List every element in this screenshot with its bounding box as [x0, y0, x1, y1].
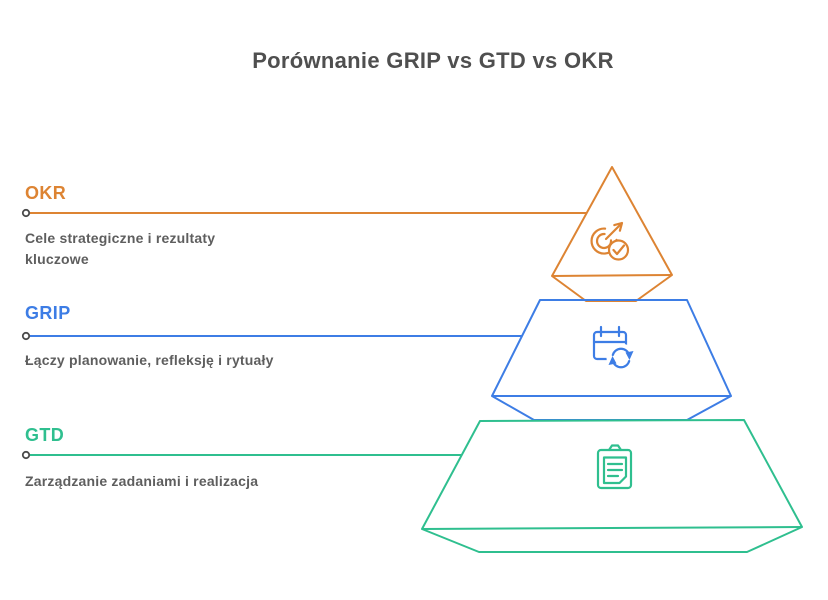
tier-label-gtd: GTD — [25, 425, 65, 445]
pyramid-tier-grip — [491, 299, 732, 421]
connector-okr — [21, 208, 586, 218]
tier-description-gtd: Zarządzanie zadaniami i realizacja — [25, 473, 259, 489]
calendar-sync-icon — [592, 325, 636, 373]
connector-ring-gtd — [21, 450, 31, 460]
page-title: Porównanie GRIP vs GTD vs OKR — [252, 48, 614, 73]
clipboard-tasks-icon — [596, 444, 633, 490]
pyramid-tier-okr — [551, 166, 673, 302]
connector-gtd — [21, 450, 461, 460]
pyramid-tier-gtd — [421, 419, 803, 553]
connector-ring-okr — [21, 208, 31, 218]
tier-label-grip: GRIP — [25, 303, 71, 323]
connector-grip — [21, 331, 522, 341]
tier-description-grip: Łączy planowanie, refleksję i rytuały — [25, 352, 274, 368]
tier-description-okr: Cele strategiczne i rezultaty kluczowe — [25, 230, 216, 267]
connector-ring-grip — [21, 331, 31, 341]
tier-label-okr: OKR — [25, 183, 67, 203]
target-goal-icon — [590, 221, 630, 261]
